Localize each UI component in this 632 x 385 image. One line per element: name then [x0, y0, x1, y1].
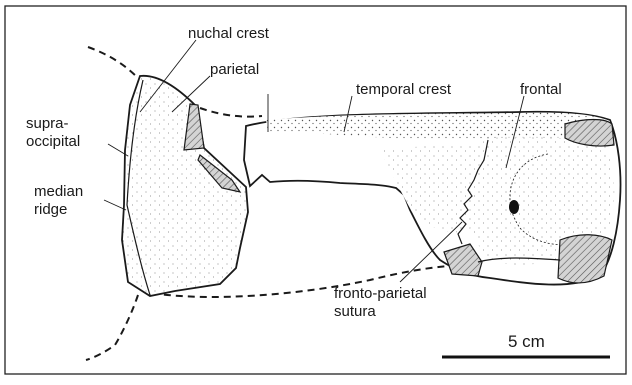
- label-parietal: parietal: [210, 61, 259, 78]
- label-supra-occipital-1: supra-: [26, 115, 69, 132]
- leader-median-ridge: [104, 200, 126, 210]
- label-supra-occipital-2: occipital: [26, 133, 80, 150]
- scale-bar-label: 5 cm: [508, 332, 545, 351]
- label-nuchal-crest: nuchal crest: [188, 25, 270, 42]
- frontal-broken-area-top: [565, 120, 614, 147]
- frontal-broken-area-bottom: [558, 235, 612, 283]
- label-frontal: frontal: [520, 81, 562, 98]
- frontal-foramen: [509, 200, 519, 214]
- label-median-ridge-2: ridge: [34, 201, 67, 218]
- label-median-ridge-1: median: [34, 183, 83, 200]
- label-temporal-crest: temporal crest: [356, 81, 452, 98]
- label-fronto-parietal-2: sutura: [334, 303, 376, 320]
- label-fronto-parietal-1: fronto-parietal: [334, 285, 427, 302]
